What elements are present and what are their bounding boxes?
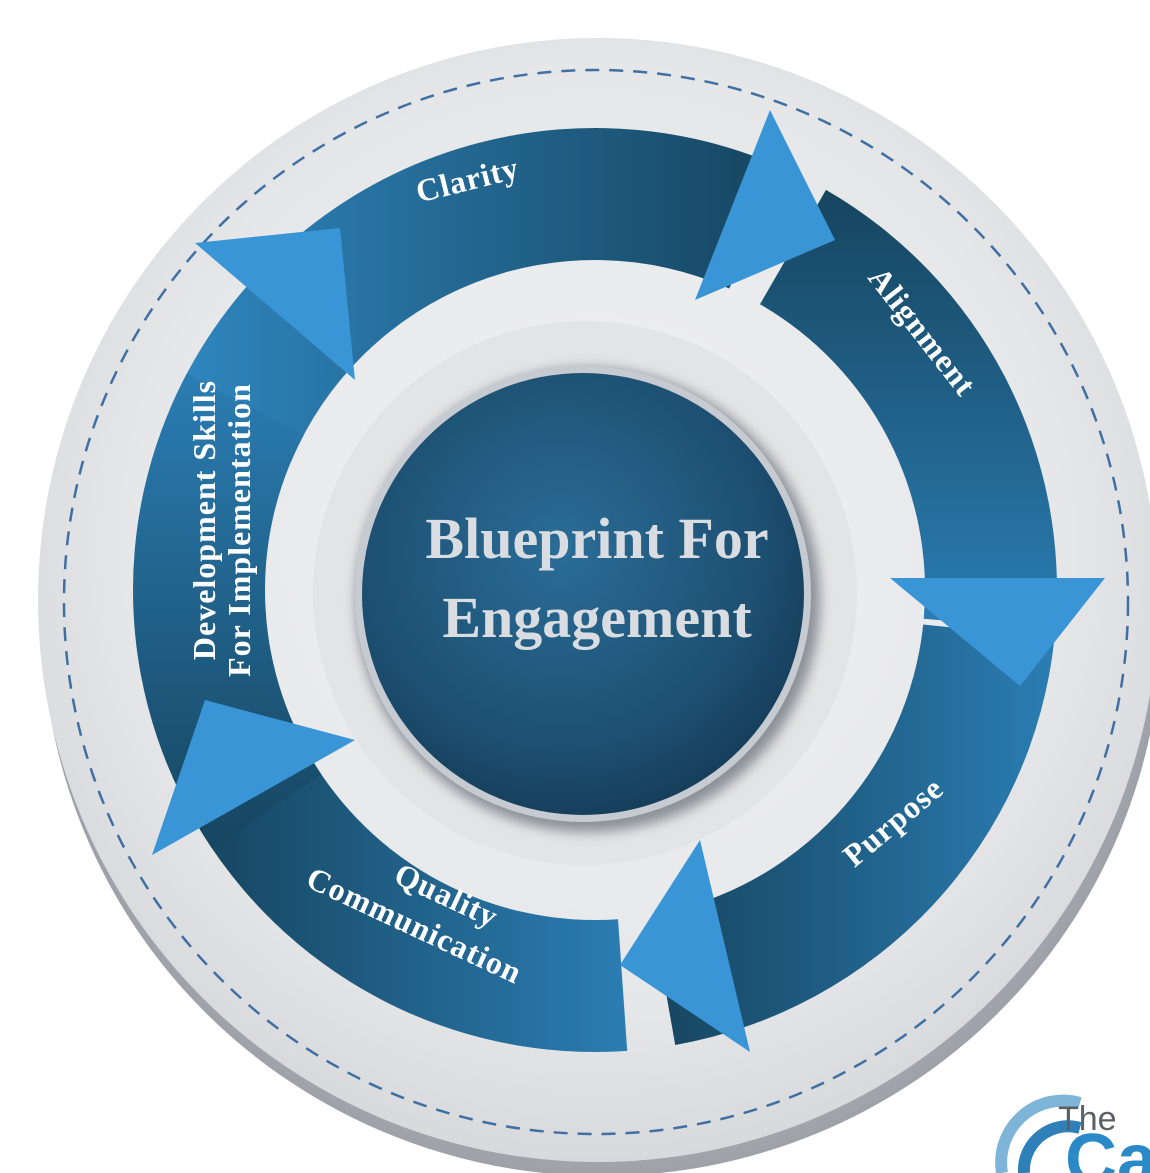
segment-alignment (760, 189, 1057, 631)
label-for-implementation: For Implementation (221, 383, 257, 677)
company-logo: The Ca (995, 1094, 1150, 1173)
arrowhead-clarity-to-alignment (695, 110, 835, 300)
segment-quality (194, 755, 628, 1053)
arrowhead-development-to-clarity (195, 228, 355, 380)
center-hub (362, 373, 804, 815)
arrowhead-alignment-to-purpose (890, 578, 1105, 686)
segment-clarity (169, 127, 783, 462)
ring-segments (133, 127, 1057, 1053)
logo-word-ca: Ca (1065, 1120, 1150, 1173)
center-title-line1: Blueprint For (425, 506, 768, 571)
label-development-skills: Development Skills (186, 380, 222, 660)
center-title-line2: Engagement (442, 585, 752, 650)
arrowhead-quality-to-development (152, 700, 355, 855)
ring-arrowheads (152, 110, 1105, 1052)
logo-word-the: The (1058, 1100, 1117, 1138)
segment-purpose (652, 624, 1055, 1045)
logo-arc-outer (995, 1094, 1082, 1173)
arrowhead-purpose-to-quality (620, 840, 750, 1052)
logo-arc-inner (1017, 1120, 1082, 1173)
dashed-border (62, 68, 1130, 1136)
